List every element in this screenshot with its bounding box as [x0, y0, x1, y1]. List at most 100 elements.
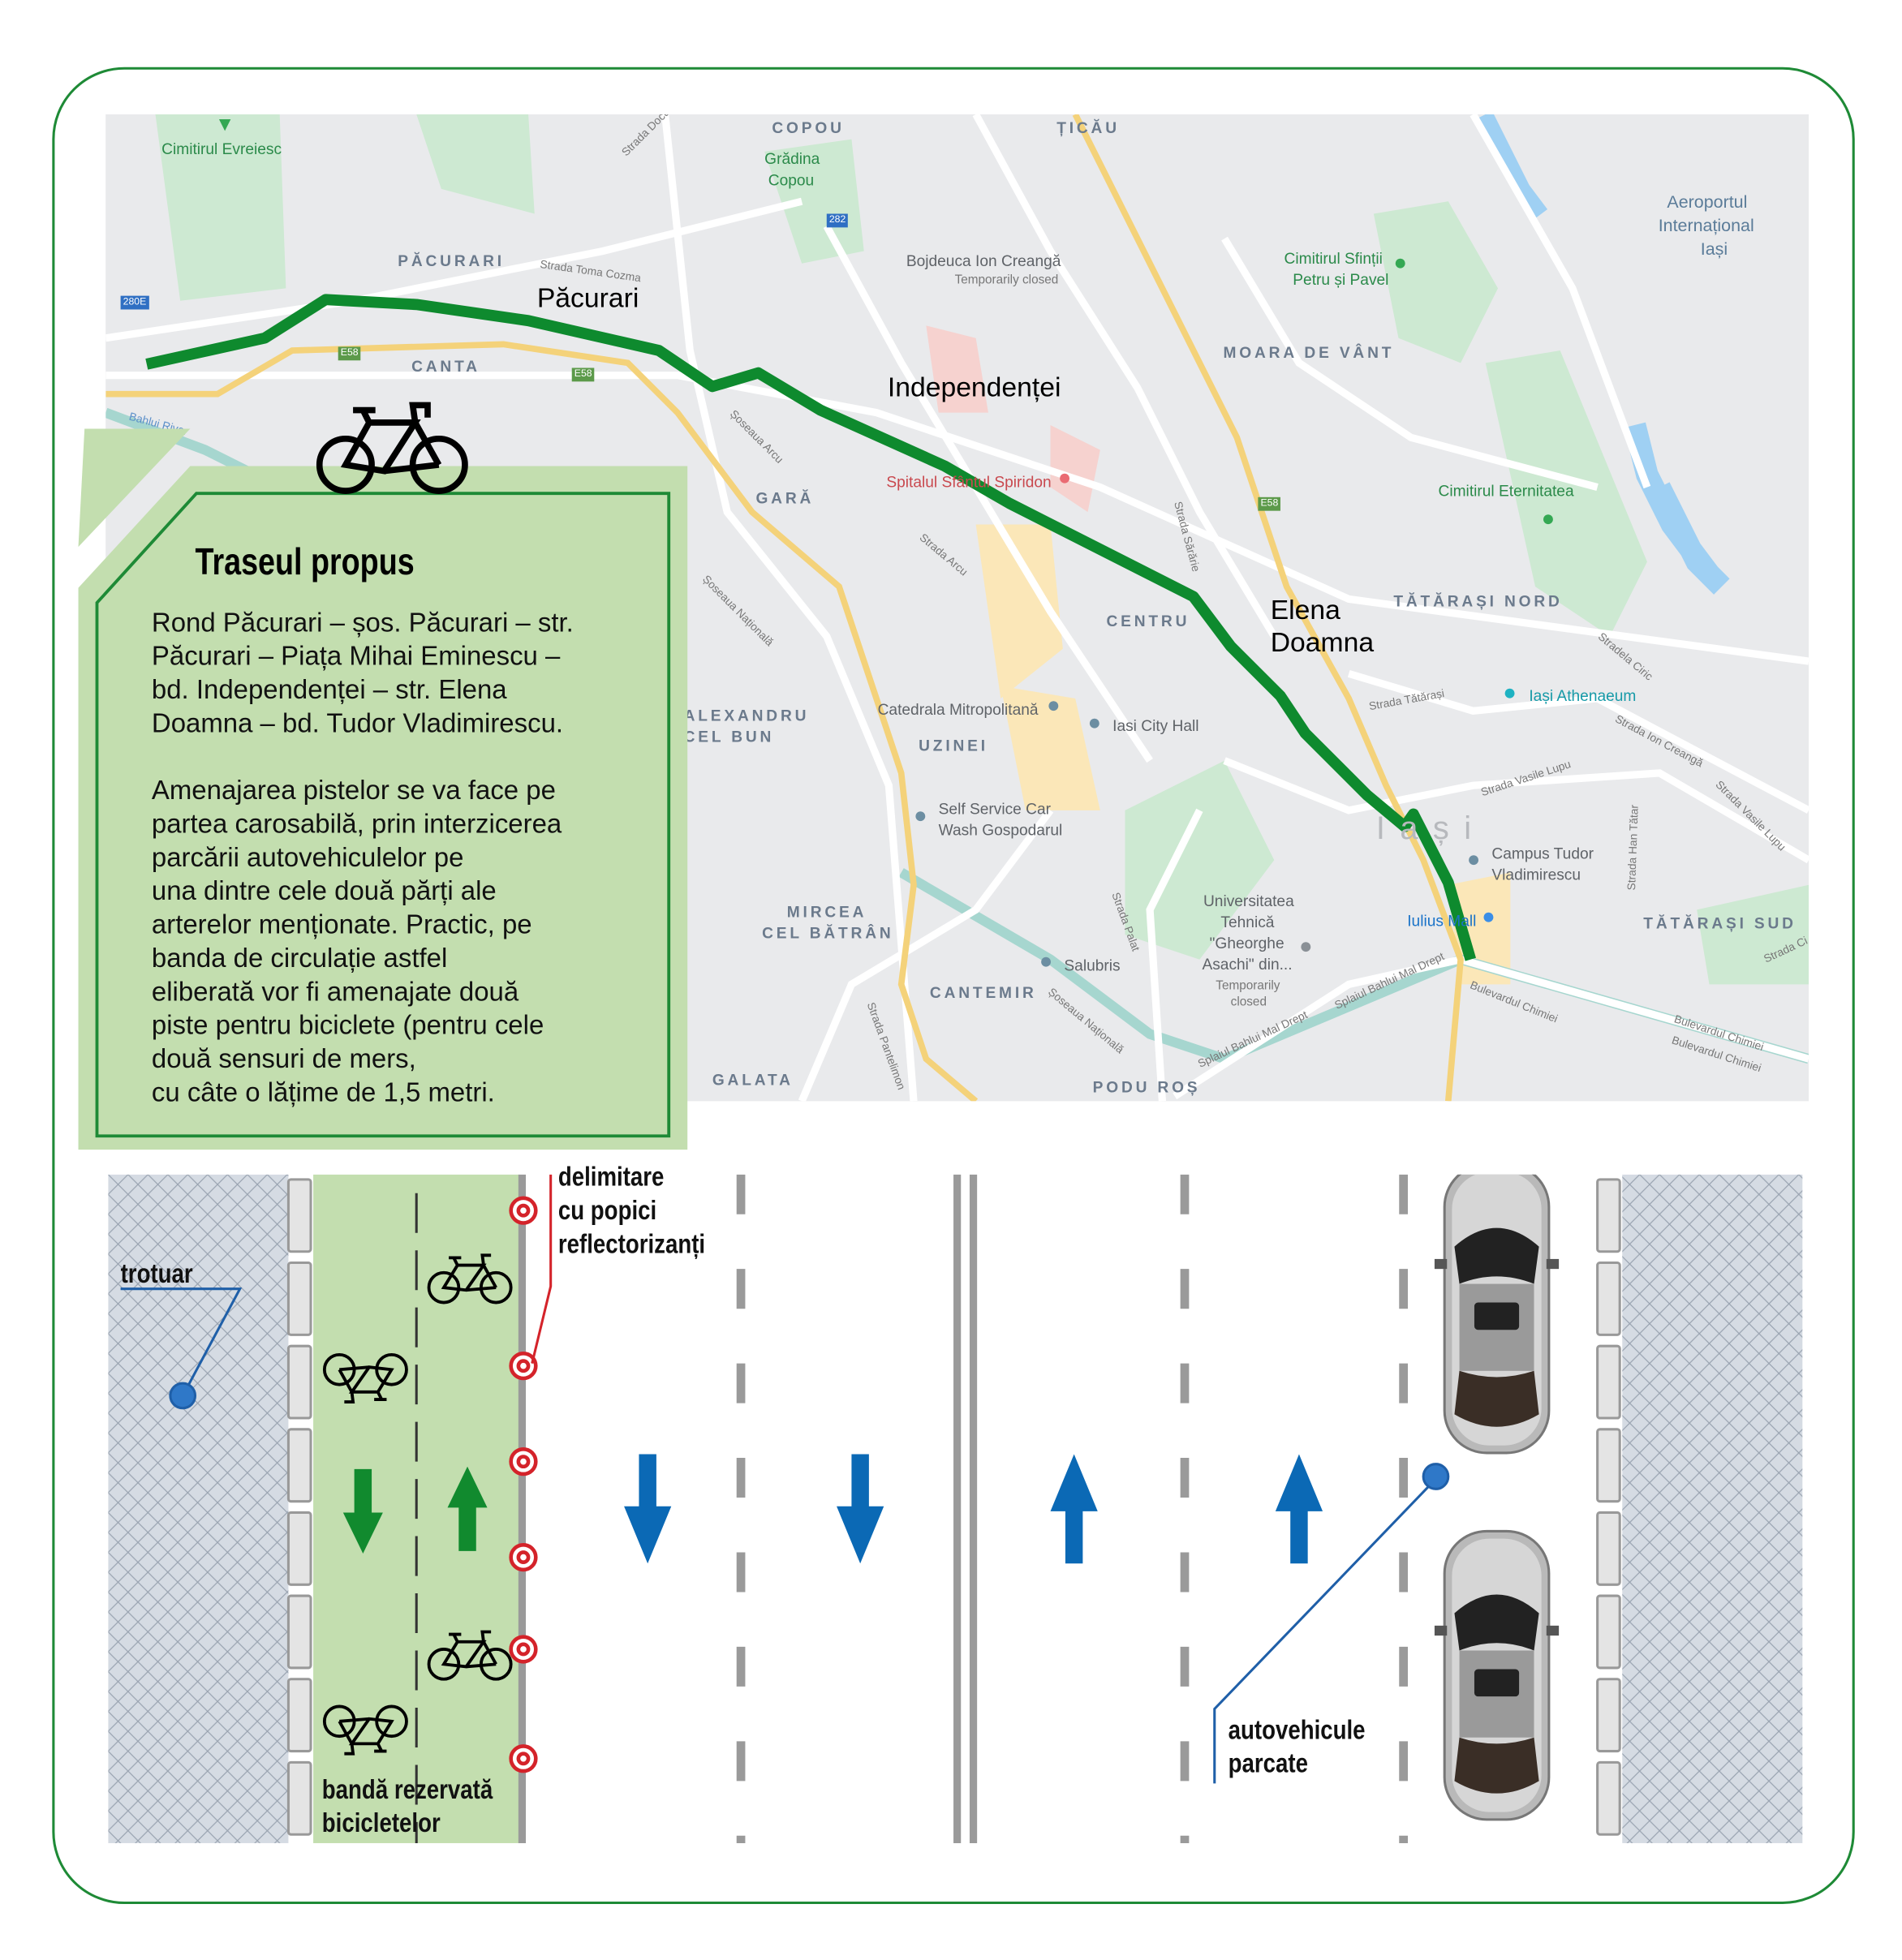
text-line: parcării autovehiculelor pe — [151, 842, 464, 873]
reflective-bollard-core — [516, 1455, 531, 1469]
place-pin-icon[interactable]: ● — [914, 802, 927, 828]
cemetery-pin-icon[interactable]: ● — [1393, 249, 1408, 275]
bike-lane-label: bandă rezervată bicicletelor — [322, 1773, 493, 1840]
cemetery-pin-icon[interactable]: ● — [1541, 505, 1556, 531]
curb-block — [1596, 1178, 1621, 1253]
map-base — [105, 114, 1809, 1102]
curb-block — [286, 1261, 312, 1336]
place-pin-icon[interactable]: ● — [1039, 948, 1053, 974]
curb-block — [286, 1428, 312, 1503]
district-label: CEL BĂTRÂN — [762, 924, 894, 943]
poi-label[interactable]: Internațional — [1658, 215, 1754, 235]
road-shield: 282 — [826, 213, 849, 228]
sidewalk-label: trotuar — [120, 1257, 193, 1289]
poi-label[interactable]: Iași Athenaeum — [1529, 687, 1637, 705]
route-line — [145, 294, 1476, 961]
curb-block — [286, 1178, 312, 1253]
text-line: bd. Independenței – str. Elena — [151, 674, 507, 705]
poi-label[interactable]: Campus Tudor — [1491, 845, 1594, 863]
arrow-down-green-icon — [342, 1468, 383, 1554]
curb-block — [1596, 1261, 1621, 1336]
city-hall-pin-icon[interactable]: ● — [1087, 709, 1102, 735]
reflective-bollard-core — [516, 1642, 531, 1657]
parked-marker — [1422, 1463, 1450, 1490]
info-title: Traseul propus — [195, 541, 415, 583]
text-line: una dintre cele două părți ale — [151, 876, 497, 906]
text-line: Păcurari – Piața Mihai Eminescu – — [151, 641, 561, 672]
reflective-bollard-core — [516, 1203, 531, 1218]
district-label: TĂTĂRAȘI SUD — [1643, 914, 1797, 932]
text-line: arterelor menționate. Practic, pe — [151, 909, 532, 940]
text-line: cu câte o lățime de 1,5 metri. — [151, 1077, 495, 1108]
poi-label[interactable]: Cimitirul Sfinții — [1284, 249, 1383, 268]
text-line: delimitare — [557, 1160, 665, 1193]
district-label: MIRCEA — [786, 903, 867, 922]
poi-label[interactable]: Asachi" din... — [1202, 956, 1293, 974]
district-label: PODU ROȘ — [1092, 1078, 1201, 1097]
curb-block — [1596, 1344, 1621, 1420]
cemetery-pin-icon[interactable]: ▼ — [215, 114, 235, 135]
poi-label[interactable]: Catedrala Mitropolitană — [877, 701, 1039, 719]
curb-block — [286, 1511, 312, 1586]
poi-label[interactable]: "Gheorghe — [1209, 935, 1284, 952]
text-line: banda de circulație astfel — [151, 943, 448, 974]
poi-label[interactable]: Spitalul Sfântul Spiridon — [886, 473, 1052, 492]
poi-label[interactable]: Copou — [768, 171, 815, 189]
text-line: Amenajarea pistelor se va face pe — [151, 775, 556, 806]
hospital-pin-icon[interactable]: ● — [1057, 464, 1072, 490]
road-diagram — [108, 1174, 1803, 1843]
poi-label[interactable]: Iași — [1700, 239, 1728, 259]
curb-block — [1596, 1511, 1621, 1586]
place-pin-icon[interactable]: ● — [1466, 846, 1481, 871]
text-line: reflectorizanți — [557, 1227, 706, 1259]
district-label: CANTA — [411, 358, 480, 376]
arrow-down-blue-icon — [624, 1454, 672, 1564]
parked-cars-label: autovehicule parcate — [1229, 1713, 1366, 1780]
text-line: bandă rezervată — [321, 1773, 493, 1805]
route-description: Rond Păcurari – șos. Păcurari – str. Păc… — [152, 607, 673, 741]
poi-label[interactable]: Salubris — [1064, 956, 1121, 975]
curb-block — [286, 1594, 312, 1670]
curb-block — [1596, 1594, 1621, 1670]
poi-label[interactable]: Vladimirescu — [1491, 866, 1581, 884]
arrow-down-blue-icon — [837, 1454, 884, 1564]
poi-label[interactable]: Cimitirul Eternitatea — [1438, 482, 1574, 500]
church-pin-icon[interactable]: ● — [1046, 692, 1061, 717]
curb-block — [286, 1344, 312, 1420]
text-line: partea carosabilă, prin interzicerea — [151, 809, 562, 840]
bicycle-icon — [316, 402, 468, 494]
poi-status: closed — [1230, 995, 1267, 1009]
arrow-up-blue-icon — [1050, 1454, 1098, 1564]
curb-block — [286, 1678, 312, 1753]
poi-label[interactable]: Cimitirul Evreiesc — [161, 140, 282, 158]
district-label: UZINEI — [919, 737, 988, 754]
road-shield: 280E — [120, 295, 149, 310]
district-label: COPOU — [772, 119, 845, 137]
road-shield: E58 — [338, 346, 361, 360]
poi-label[interactable]: Universitatea — [1203, 892, 1294, 910]
district-label: CEL BUN — [683, 728, 775, 746]
poi-label[interactable]: Tehnică — [1220, 913, 1275, 931]
poi-label[interactable]: Iasi City Hall — [1112, 716, 1199, 735]
sidewalk-left — [108, 1174, 289, 1843]
university-pin-icon[interactable]: ● — [1298, 933, 1313, 959]
shopping-pin-icon[interactable]: ● — [1482, 903, 1495, 929]
district-label: ALEXANDRU — [683, 707, 810, 725]
poi-label[interactable]: Wash Gospodarul — [938, 821, 1063, 840]
poi-label[interactable]: Iulius Mall — [1407, 912, 1477, 930]
text-line: bicicletelor — [321, 1807, 441, 1838]
reflective-bollard-core — [516, 1550, 531, 1565]
district-label: GALATA — [712, 1071, 794, 1090]
theater-pin-icon[interactable]: ● — [1503, 680, 1517, 705]
poi-label[interactable]: Grădina — [764, 150, 820, 168]
arrow-up-blue-icon — [1275, 1454, 1323, 1564]
poi-label[interactable]: Self Service Car — [938, 800, 1052, 819]
district-label: GARĂ — [755, 489, 815, 508]
poi-label[interactable]: Bojdeuca Ion Creangă — [906, 251, 1061, 270]
poi-label[interactable]: Petru și Pavel — [1293, 270, 1389, 289]
district-label: ȚICĂU — [1056, 119, 1120, 137]
sidewalk-marker — [169, 1382, 197, 1410]
poi-label[interactable]: Aeroportul — [1667, 191, 1748, 212]
parked-car-icon — [1433, 1529, 1560, 1821]
